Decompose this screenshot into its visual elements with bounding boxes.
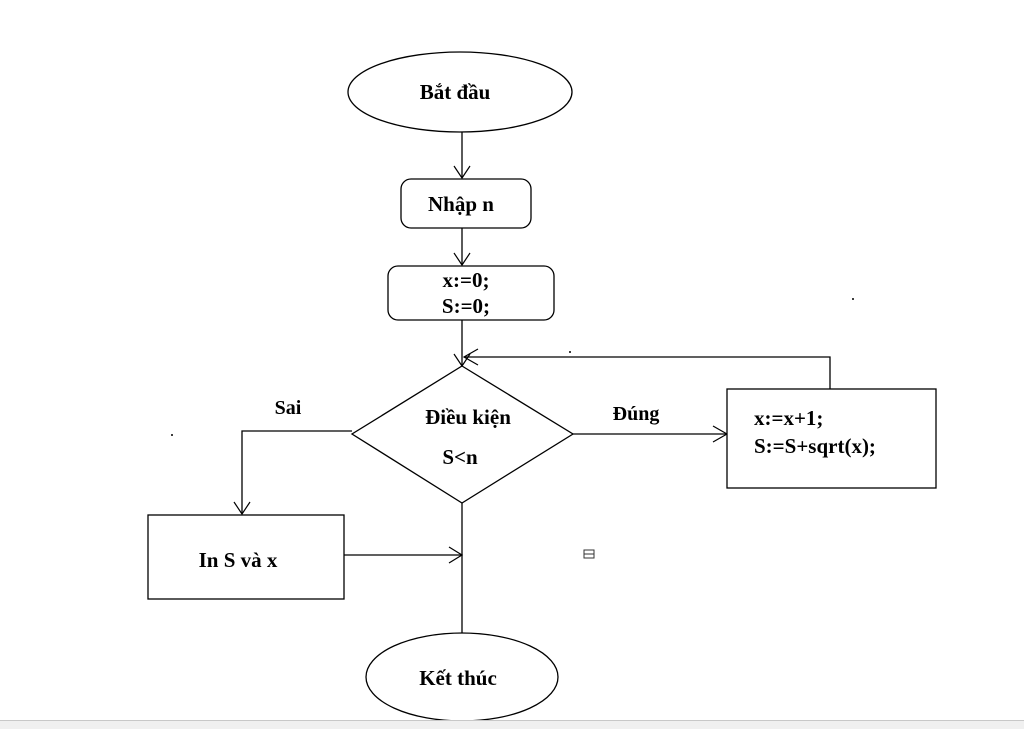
- output-node: In S và x: [147, 514, 345, 600]
- end-label: Kết thúc: [419, 666, 497, 690]
- condition-node: Điều kiện S<n: [350, 365, 575, 504]
- branch-false-label: Sai: [275, 397, 302, 419]
- connector-condition-output: [241, 430, 352, 514]
- init-line-1: x:=0;: [443, 268, 490, 292]
- input-label: Nhập n: [428, 192, 494, 216]
- condition-line-1: Điều kiện: [425, 405, 511, 429]
- stray-dot: [569, 351, 571, 353]
- arrowhead-output-junction: [448, 546, 464, 564]
- arrowhead-start-input: [453, 165, 471, 180]
- connectors: [233, 132, 831, 633]
- branch-true-label: Đúng: [613, 403, 660, 425]
- loop-body-line-2: S:=S+sqrt(x);: [754, 434, 876, 458]
- arrowhead-condition-output: [233, 501, 251, 516]
- end-node: Kết thúc: [365, 632, 559, 722]
- init-line-2: S:=0;: [442, 294, 490, 318]
- output-label: In S và x: [199, 548, 278, 572]
- arrowhead-loop-back: [462, 348, 479, 366]
- start-label: Bắt đầu: [420, 80, 491, 104]
- init-node: x:=0; S:=0;: [387, 265, 555, 321]
- arrowhead-input-init: [453, 252, 471, 267]
- anchor-handle-icon: [583, 549, 595, 559]
- stray-dot: [171, 434, 173, 436]
- stray-dot: [852, 298, 854, 300]
- loop-body-node: x:=x+1; S:=S+sqrt(x);: [726, 388, 937, 489]
- input-node: Nhập n: [400, 178, 532, 229]
- bottom-scroll-strip: [0, 720, 1024, 729]
- connector-loop-back: [464, 356, 831, 389]
- start-node: Bắt đầu: [347, 51, 573, 133]
- loop-body-line-1: x:=x+1;: [754, 406, 823, 430]
- condition-line-2: S<n: [442, 445, 478, 469]
